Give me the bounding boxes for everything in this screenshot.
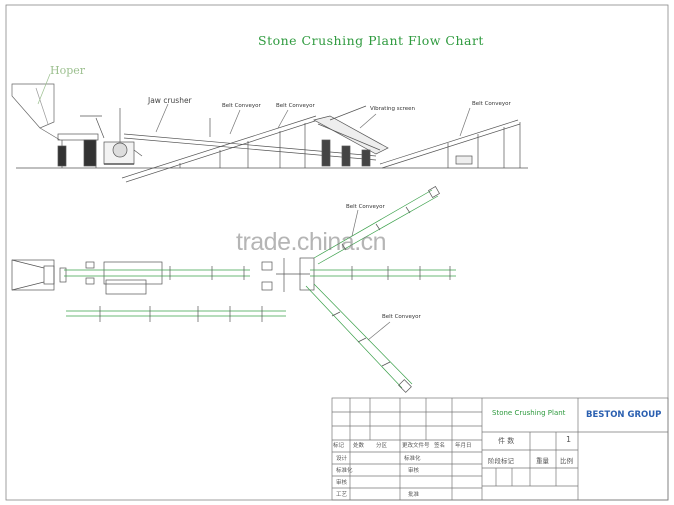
belt-conveyor-2	[123, 118, 377, 161]
plan-conveyor-lower	[305, 283, 413, 393]
screen-plan	[261, 257, 315, 292]
title-block-company: BESTON GROUP	[586, 410, 662, 420]
plan-conveyor-main	[64, 269, 250, 277]
title-block-drawing-name: Stone Crushing Plant	[492, 409, 566, 417]
belt-conveyor-label-3: Belt Conveyor	[472, 101, 511, 107]
jaw-crusher-plan	[85, 261, 163, 295]
belt-conveyor-label-5: Belt Conveyor	[382, 314, 421, 320]
weight-label: 重量	[536, 457, 549, 465]
mid-label-1: 审核	[408, 468, 420, 474]
header-cell-1: 处数	[353, 443, 365, 449]
header-cell-4: 签名	[434, 443, 446, 449]
belt-conveyor-3	[379, 119, 521, 169]
elevation-view	[11, 73, 528, 183]
plan-conveyor-return	[66, 306, 286, 322]
header-cell-2: 分区	[376, 443, 388, 449]
stage-label: 阶段标记	[488, 457, 514, 465]
row-label-3: 工艺	[336, 492, 348, 498]
chart-title: Stone Crushing Plant Flow Chart	[258, 33, 484, 48]
header-cell-5: 年月日	[455, 443, 472, 449]
header-cell-0: 标记	[333, 443, 345, 449]
row-label-0: 设计	[336, 456, 348, 462]
right-label-0: 批准	[408, 492, 420, 498]
hopper-plan	[11, 259, 67, 291]
row-label-2: 审核	[336, 480, 348, 486]
watermark: trade.china.cn	[236, 228, 387, 256]
vibrating-screen	[313, 105, 389, 167]
header-cell-3: 更改文件号	[402, 443, 430, 449]
title-block	[331, 397, 669, 501]
belt-conveyor-label-1: Belt Conveyor	[222, 103, 261, 109]
vibrating-screen-label: Vibrating screen	[370, 106, 415, 112]
plan-conveyor-right	[310, 266, 456, 280]
hopper-label: Hoper	[50, 64, 86, 77]
belt-conveyor-label-4: Belt Conveyor	[346, 204, 385, 210]
row-label-1: 标准化	[336, 468, 353, 474]
plan-conveyor-upper	[313, 186, 440, 265]
hopper	[11, 83, 105, 168]
jaw-crusher-label: Jaw crusher	[148, 96, 192, 105]
plan-view	[11, 186, 456, 393]
scale-label: 比例	[560, 457, 573, 465]
count-label: 件 数	[498, 437, 515, 445]
belt-conveyor-label-2: Belt Conveyor	[276, 103, 315, 109]
belt-conveyor-1	[121, 115, 319, 183]
count-value: 1	[566, 435, 572, 444]
mid-label-0: 标准化	[404, 456, 421, 462]
jaw-crusher	[103, 108, 143, 165]
